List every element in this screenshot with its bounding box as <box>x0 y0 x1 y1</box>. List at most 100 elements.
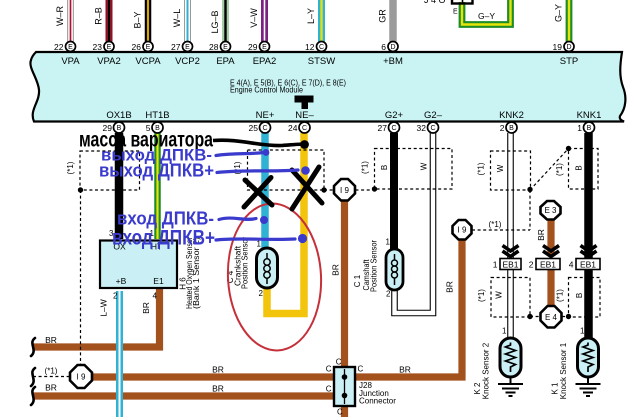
svg-text:W: W <box>420 162 429 170</box>
svg-text:W–R: W–R <box>55 6 65 27</box>
svg-text:KNK2: KNK2 <box>499 110 524 121</box>
svg-text:J 4 O: J 4 O <box>424 0 446 5</box>
svg-text:(*1): (*1) <box>233 161 242 174</box>
svg-text:24: 24 <box>288 123 298 133</box>
svg-text:Crankshaft: Crankshaft <box>234 245 243 286</box>
svg-text:G–Y: G–Y <box>478 11 495 21</box>
svg-text:Camshaft: Camshaft <box>362 259 371 291</box>
svg-text:C: C <box>319 44 324 51</box>
svg-text:B–Y: B–Y <box>133 11 143 28</box>
svg-text:B: B <box>155 125 160 132</box>
svg-text:BR: BR <box>141 302 151 314</box>
svg-text:1: 1 <box>150 229 155 238</box>
svg-text:Engine Control Module: Engine Control Module <box>230 85 303 94</box>
svg-text:выход ДПКВ+: выход ДПКВ+ <box>99 161 214 181</box>
svg-text:BR: BR <box>212 384 224 394</box>
svg-text:E: E <box>262 44 267 51</box>
svg-text:R–B: R–B <box>94 7 104 25</box>
svg-text:BR: BR <box>536 229 546 241</box>
svg-text:(*1): (*1) <box>555 163 564 176</box>
svg-text:19: 19 <box>553 42 563 52</box>
svg-text:BR: BR <box>445 281 455 293</box>
svg-text:VPA: VPA <box>61 56 80 67</box>
svg-text:C: C <box>326 385 332 394</box>
svg-text:26: 26 <box>132 42 142 52</box>
svg-text:C: C <box>262 125 267 132</box>
svg-text:(*1): (*1) <box>556 289 565 302</box>
svg-text:HT: HT <box>151 242 162 252</box>
svg-text:C: C <box>337 408 343 417</box>
svg-text:HT1B: HT1B <box>145 110 169 121</box>
svg-text:(*1): (*1) <box>361 161 370 174</box>
svg-text:23: 23 <box>93 42 103 52</box>
svg-text:C: C <box>302 125 307 132</box>
svg-text:I 9: I 9 <box>458 226 467 235</box>
svg-text:B: B <box>575 165 584 170</box>
svg-text:2: 2 <box>113 292 118 301</box>
svg-text:27: 27 <box>378 123 388 133</box>
svg-text:W: W <box>496 164 505 172</box>
svg-text:E: E <box>223 44 228 51</box>
svg-text:E 4: E 4 <box>545 313 558 322</box>
svg-text:STP: STP <box>560 56 578 67</box>
svg-text:L–Y: L–Y <box>306 8 316 24</box>
svg-text:NE+: NE+ <box>256 110 275 121</box>
svg-text:+B: +B <box>116 276 127 286</box>
svg-text:I 9: I 9 <box>340 186 349 195</box>
svg-text:(*1): (*1) <box>477 162 486 175</box>
svg-text:KNK1: KNK1 <box>577 110 602 121</box>
svg-text:EPA: EPA <box>216 56 235 67</box>
svg-text:C: C <box>358 365 364 374</box>
svg-text:I 9: I 9 <box>77 373 86 382</box>
svg-text:G2+: G2+ <box>385 110 404 121</box>
svg-text:2: 2 <box>259 289 264 298</box>
svg-text:12: 12 <box>305 42 315 52</box>
svg-text:Position Sensor: Position Sensor <box>241 237 250 289</box>
svg-text:B: B <box>575 293 584 298</box>
svg-text:LG–B: LG–B <box>210 10 220 33</box>
svg-text:EB1: EB1 <box>502 260 518 270</box>
svg-text:1: 1 <box>580 327 585 336</box>
svg-text:Knock Sensor 1: Knock Sensor 1 <box>559 342 568 399</box>
svg-text:C 4: C 4 <box>226 270 235 283</box>
svg-text:G2–: G2– <box>424 110 443 121</box>
svg-text:B: B <box>117 125 122 132</box>
svg-text:1: 1 <box>577 123 582 133</box>
svg-text:1: 1 <box>502 327 507 336</box>
svg-text:C: C <box>326 365 332 374</box>
svg-text:K 2: K 2 <box>473 382 482 395</box>
svg-text:4: 4 <box>153 292 158 301</box>
svg-text:4: 4 <box>569 260 574 270</box>
svg-text:Junction: Junction <box>359 389 389 398</box>
svg-text:(Bank 1 Sensor 2): (Bank 1 Sensor 2) <box>192 237 201 309</box>
svg-text:5: 5 <box>146 123 151 133</box>
svg-text:вход ДПКВ-: вход ДПКВ- <box>117 209 214 229</box>
svg-text:E: E <box>107 44 112 51</box>
svg-text:VCP2: VCP2 <box>175 56 200 67</box>
svg-text:Position Sensor: Position Sensor <box>370 240 379 292</box>
svg-text:выход ДПКВ-: выход ДПКВ- <box>101 146 212 165</box>
svg-text:V–W: V–W <box>249 8 259 28</box>
svg-text:C: C <box>336 358 342 367</box>
svg-text:32: 32 <box>417 123 427 133</box>
svg-text:BR: BR <box>212 365 224 375</box>
svg-text:OX1B: OX1B <box>106 110 131 121</box>
svg-text:E: E <box>185 44 190 51</box>
svg-text:E: E <box>68 44 73 51</box>
svg-text:BR: BR <box>331 264 341 276</box>
svg-text:(*1): (*1) <box>66 161 75 174</box>
svg-text:1: 1 <box>493 260 498 270</box>
svg-text:J28: J28 <box>359 381 372 390</box>
svg-text:BR: BR <box>399 365 411 375</box>
svg-text:E: E <box>453 9 458 16</box>
svg-text:D: D <box>390 44 395 51</box>
svg-text:W–L: W–L <box>172 9 182 28</box>
svg-text:GR: GR <box>378 9 388 23</box>
svg-text:EPA2: EPA2 <box>253 56 277 67</box>
svg-text:E: E <box>146 44 151 51</box>
svg-text:Heated Oxygen Sensor: Heated Oxygen Sensor <box>185 237 194 309</box>
svg-text:Knock Sensor 2: Knock Sensor 2 <box>482 342 491 399</box>
svg-text:(*1): (*1) <box>45 367 58 376</box>
svg-text:VPA2: VPA2 <box>97 56 121 67</box>
svg-text:(*1): (*1) <box>489 220 502 229</box>
